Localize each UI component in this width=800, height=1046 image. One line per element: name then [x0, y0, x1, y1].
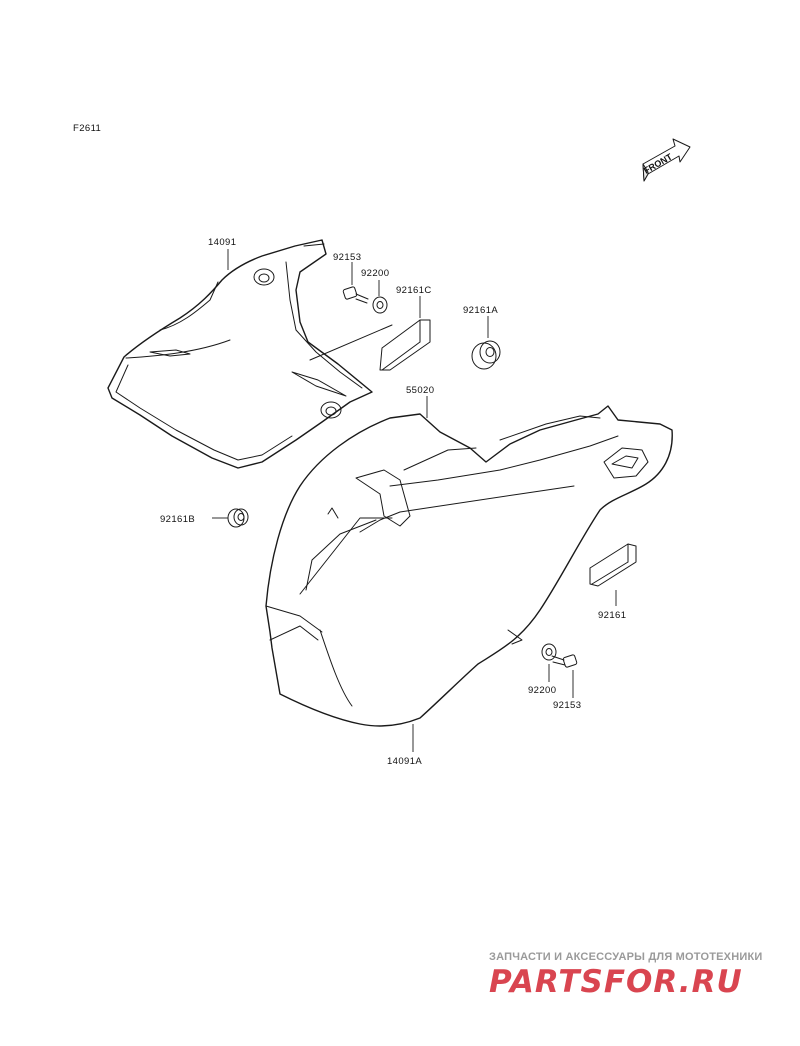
label-92200-top: 92200: [361, 268, 389, 279]
label-92161: 92161: [598, 610, 626, 621]
bolt-icon: [342, 286, 369, 304]
watermark-caption: ЗАПЧАСТИ И АКСЕССУАРЫ ДЛЯ МОТОТЕХНИКИ: [489, 951, 763, 963]
label-92161B: 92161B: [160, 514, 195, 525]
label-92161C: 92161C: [396, 285, 432, 296]
label-92200-bottom: 92200: [528, 685, 556, 696]
label-92153-bottom: 92153: [553, 700, 581, 711]
label-14091: 14091: [208, 237, 236, 248]
washer-icon: [372, 296, 388, 314]
bolt-icon: [551, 654, 578, 668]
front-direction-arrow-icon: FRONT: [642, 138, 691, 182]
side-cover-14091: [107, 239, 393, 469]
partsfor-logo: PARTSFOR.RU: [489, 964, 743, 998]
washer-icon: [541, 643, 557, 661]
label-92161A: 92161A: [463, 305, 498, 316]
grommet-icon: [227, 508, 249, 528]
label-55020: 55020: [406, 385, 434, 396]
figure-code: F2611: [73, 123, 101, 134]
pad-icon: [379, 319, 431, 371]
pad-icon: [589, 543, 637, 587]
label-92153-top: 92153: [333, 252, 361, 263]
grommet-icon: [471, 340, 501, 370]
side-cover-14091A: [265, 405, 673, 727]
label-14091A: 14091A: [387, 756, 422, 767]
watermark-logo-text: PARTSFOR.RU: [489, 964, 743, 998]
